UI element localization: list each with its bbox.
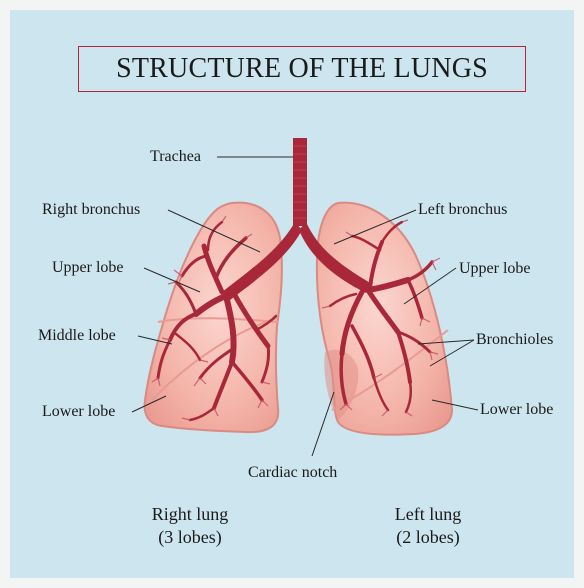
- label-left-bronchus: Left bronchus: [418, 201, 507, 219]
- label-lower-lobe-left: Lower lobe: [480, 401, 553, 419]
- trachea: [293, 138, 307, 226]
- label-upper-lobe-left: Upper lobe: [459, 260, 531, 278]
- label-upper-lobe-right: Upper lobe: [52, 259, 124, 277]
- caption-left-lung-name: Left lung: [358, 503, 498, 526]
- label-trachea: Trachea: [150, 148, 201, 166]
- label-bronchioles: Bronchioles: [476, 331, 553, 349]
- label-middle-lobe: Middle lobe: [38, 327, 116, 345]
- caption-right-lung-lobes: (3 lobes): [120, 526, 260, 549]
- caption-right-lung-name: Right lung: [120, 503, 260, 526]
- label-cardiac-notch: Cardiac notch: [248, 464, 337, 482]
- label-lower-lobe-right: Lower lobe: [42, 403, 115, 421]
- caption-left-lung-lobes: (2 lobes): [358, 526, 498, 549]
- caption-right-lung: Right lung (3 lobes): [120, 503, 260, 549]
- caption-left-lung: Left lung (2 lobes): [358, 503, 498, 549]
- label-right-bronchus: Right bronchus: [42, 201, 140, 219]
